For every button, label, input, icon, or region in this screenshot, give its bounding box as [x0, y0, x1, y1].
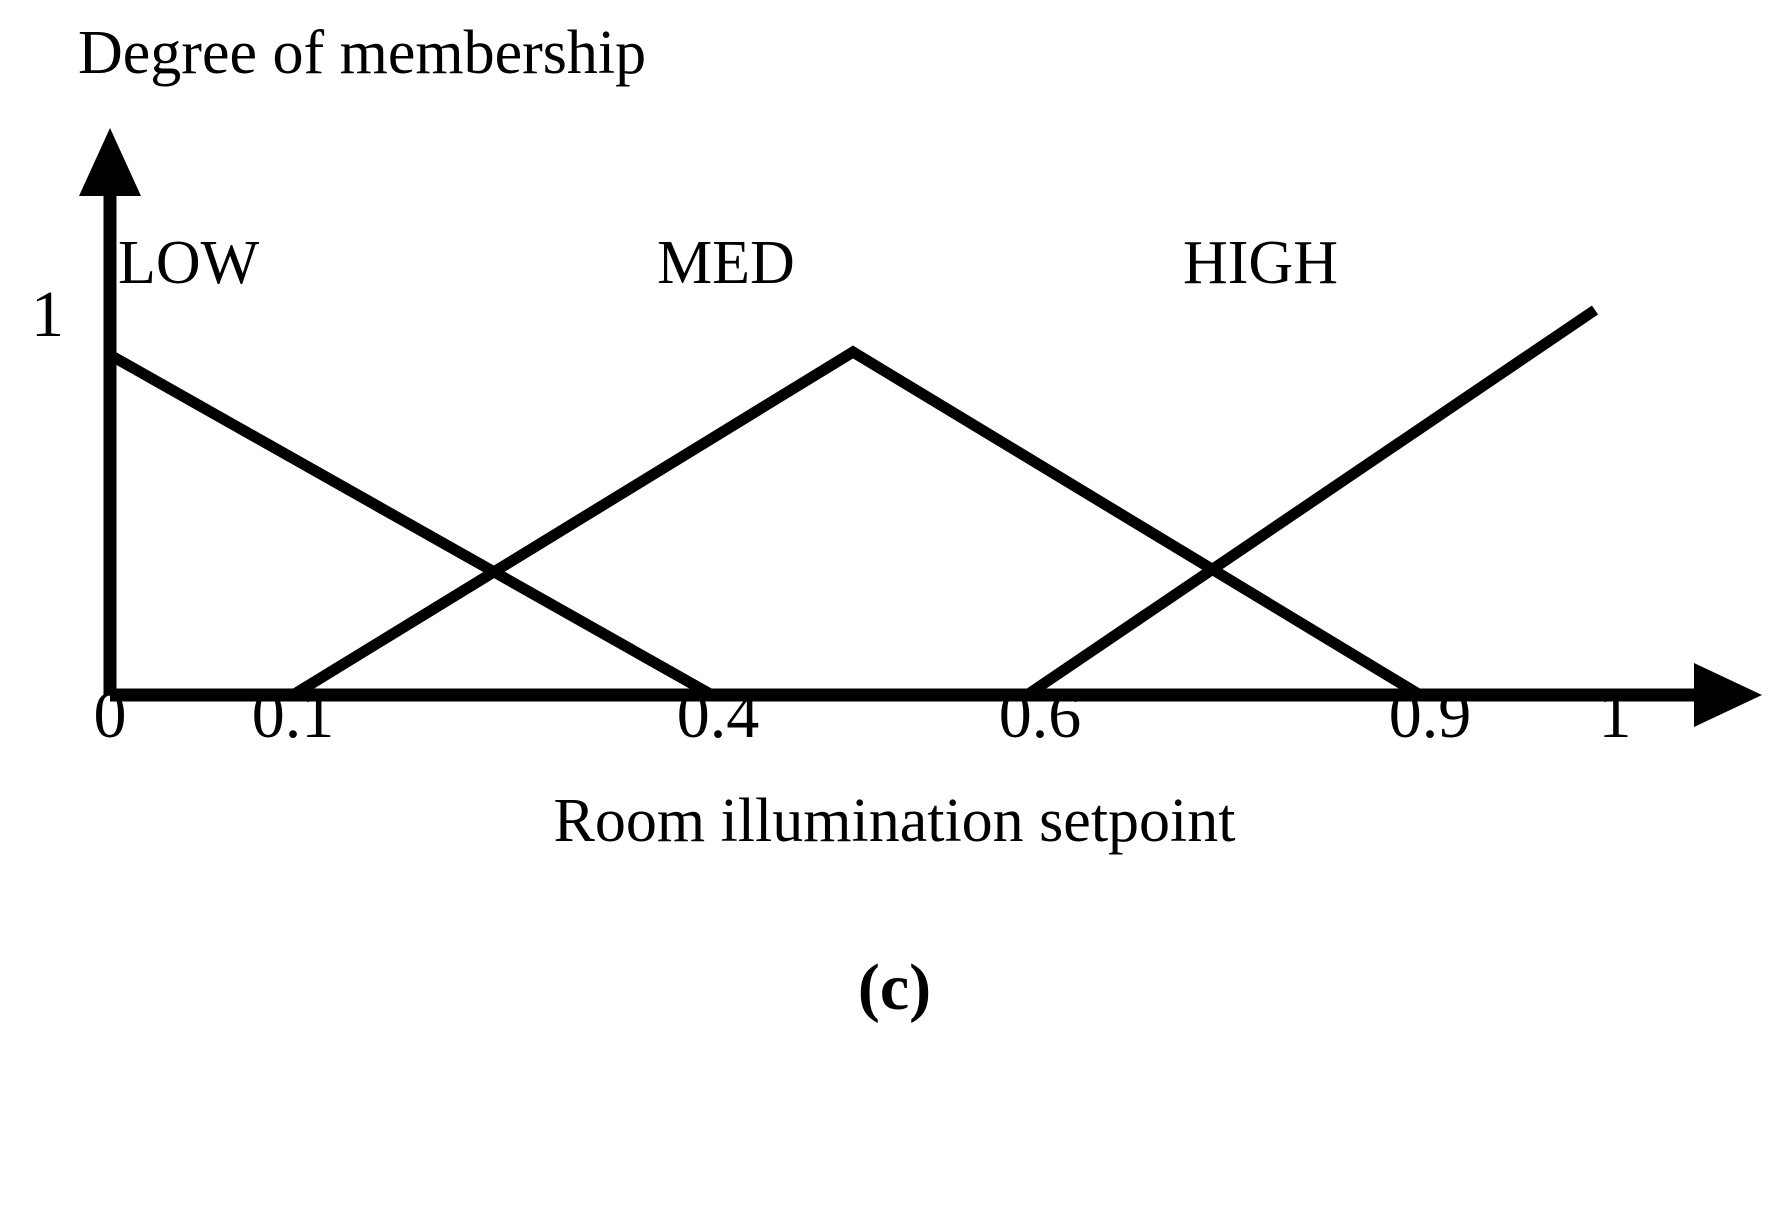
series-label-high: HIGH [1183, 229, 1338, 297]
x-axis-title: Room illumination setpoint [553, 787, 1236, 855]
y-axis-arrow-icon [79, 128, 141, 196]
x-axis-tick-label-0-9: 0.9 [1388, 679, 1472, 752]
x-axis-tick-label-0-1: 0.1 [251, 679, 335, 752]
figure-caption: (c) [857, 951, 932, 1024]
x-axis-tick-label-0-4: 0.4 [676, 679, 760, 752]
x-axis-arrow-icon [1694, 663, 1762, 727]
y-axis-title: Degree of membership [78, 19, 647, 87]
x-axis-tick-label-1: 1 [1598, 679, 1632, 752]
membership-curve-low [107, 350, 715, 700]
series-label-med: MED [657, 229, 795, 297]
x-axis-tick-label-0: 0 [93, 679, 127, 752]
membership-curve-high [1023, 305, 1599, 700]
membership-curve-med [290, 345, 1423, 700]
x-axis-tick-label-0-6: 0.6 [998, 679, 1082, 752]
series-label-low: LOW [118, 229, 260, 297]
y-axis-tick-label-1: 1 [31, 278, 64, 351]
